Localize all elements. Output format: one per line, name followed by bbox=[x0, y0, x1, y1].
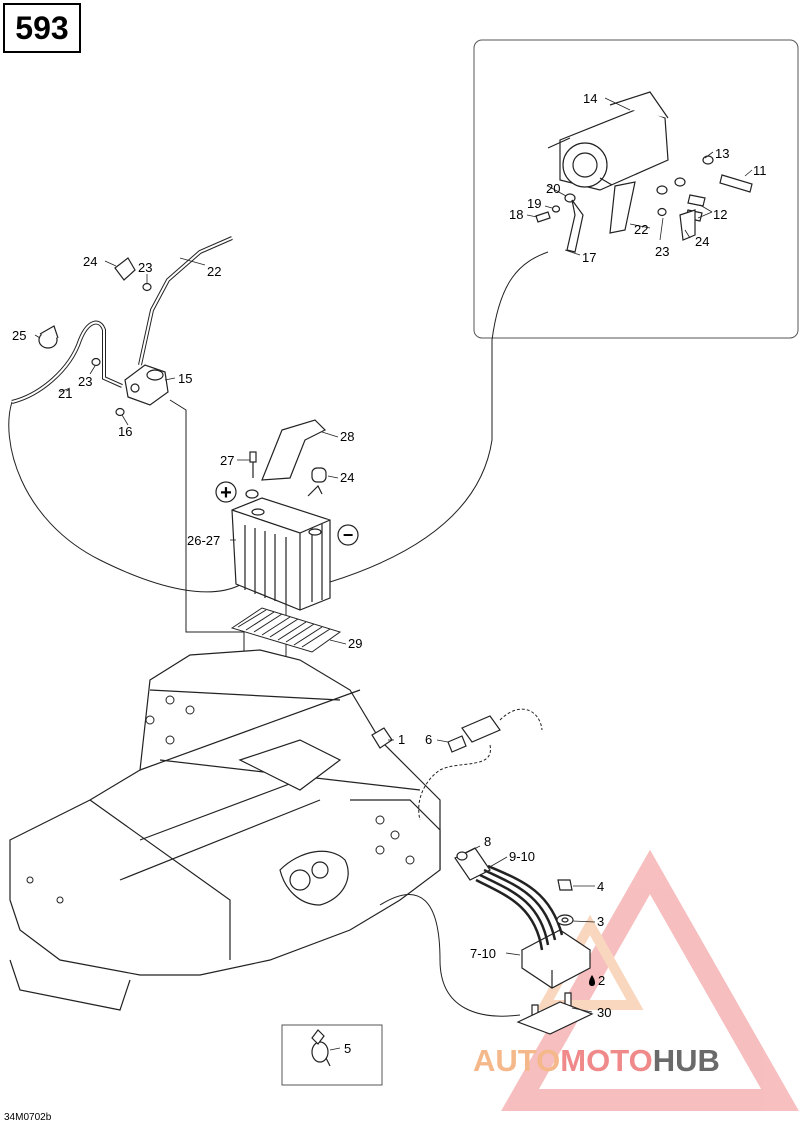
washers-3-4 bbox=[556, 879, 574, 926]
bolt-27 bbox=[245, 451, 259, 499]
starter-inset-frame bbox=[473, 39, 799, 339]
negative-terminal-icon bbox=[337, 524, 359, 546]
springs-30 bbox=[516, 992, 594, 1035]
cable-21-loop bbox=[8, 401, 241, 593]
leader-lines bbox=[34, 97, 753, 1051]
watermark-logo-text: AUTOMOTOHUB bbox=[473, 1043, 720, 1078]
negative-symbol: − bbox=[343, 525, 354, 545]
cable-21-inner bbox=[11, 321, 123, 403]
battery-pad-29 bbox=[230, 607, 342, 653]
callout-11: 11 bbox=[753, 163, 767, 178]
positive-terminal-icon bbox=[215, 481, 237, 503]
callout-21: 21 bbox=[58, 386, 72, 401]
callout-15: 15 bbox=[178, 371, 192, 386]
callout-20: 20 bbox=[546, 181, 560, 196]
starter-motor bbox=[547, 91, 669, 191]
callout-16: 16 bbox=[118, 424, 132, 439]
callout-23-left: 23 bbox=[78, 374, 92, 389]
cable-22-upper bbox=[138, 236, 233, 366]
callout-28: 28 bbox=[340, 429, 354, 444]
callout-17: 17 bbox=[582, 250, 596, 265]
callout-13: 13 bbox=[715, 146, 729, 161]
boot-25 bbox=[38, 325, 59, 349]
callout-3: 3 bbox=[597, 914, 604, 929]
page-number: 593 bbox=[15, 9, 69, 46]
wire-fuse bbox=[418, 708, 543, 821]
callout-1: 1 bbox=[398, 732, 405, 747]
callout-12: 12 bbox=[713, 207, 727, 222]
boot-24-upper bbox=[114, 257, 152, 292]
callout-5: 5 bbox=[344, 1041, 351, 1056]
harness-9-10 bbox=[475, 864, 564, 951]
cable-22-upper-inner bbox=[139, 237, 233, 366]
callout-30: 30 bbox=[597, 1005, 611, 1020]
callout-24-battery: 24 bbox=[340, 470, 354, 485]
battery-strap-28 bbox=[261, 419, 327, 481]
callout-4: 4 bbox=[597, 879, 604, 894]
drop-icon bbox=[589, 975, 595, 986]
callout-24-inset: 24 bbox=[695, 234, 709, 249]
callout-18: 18 bbox=[509, 207, 523, 222]
callout-27: 27 bbox=[220, 453, 234, 468]
callout-19: 19 bbox=[527, 196, 541, 211]
wire-ground bbox=[379, 894, 521, 1017]
callout-7-10: 7-10 bbox=[470, 946, 496, 961]
frame-holes bbox=[26, 695, 415, 904]
callout-25: 25 bbox=[12, 328, 26, 343]
positive-symbol: + bbox=[220, 482, 232, 504]
callout-23-upper: 23 bbox=[138, 260, 152, 275]
solenoid-15 bbox=[115, 364, 169, 417]
battery bbox=[231, 497, 331, 611]
boot-24-battery bbox=[307, 467, 327, 497]
callout-22-inset: 22 bbox=[634, 222, 648, 237]
cable-tie-5 bbox=[311, 1029, 331, 1067]
callout-22-upper: 22 bbox=[207, 264, 221, 279]
callout-14: 14 bbox=[583, 91, 597, 106]
nut-23-left bbox=[91, 357, 101, 367]
callout-8: 8 bbox=[484, 834, 491, 849]
callout-26-27: 26-27 bbox=[187, 533, 220, 548]
fuse-6 bbox=[447, 715, 501, 753]
callout-2: 2 bbox=[598, 973, 605, 988]
page-number-box: 593 bbox=[3, 3, 81, 53]
inset-hardware bbox=[535, 155, 753, 253]
connector-8 bbox=[454, 847, 491, 881]
figure-code: 34M0702b bbox=[4, 1112, 52, 1123]
regulator-7-10 bbox=[520, 929, 592, 989]
cable-tie-inset-frame bbox=[281, 1024, 383, 1086]
callout-9-10: 9-10 bbox=[509, 849, 535, 864]
callout-24-upper: 24 bbox=[83, 254, 97, 269]
cable-17 bbox=[329, 251, 549, 583]
callout-29: 29 bbox=[348, 636, 362, 651]
callout-23-inset: 23 bbox=[655, 244, 669, 259]
callout-6: 6 bbox=[425, 732, 432, 747]
chassis-frame bbox=[9, 649, 441, 1011]
